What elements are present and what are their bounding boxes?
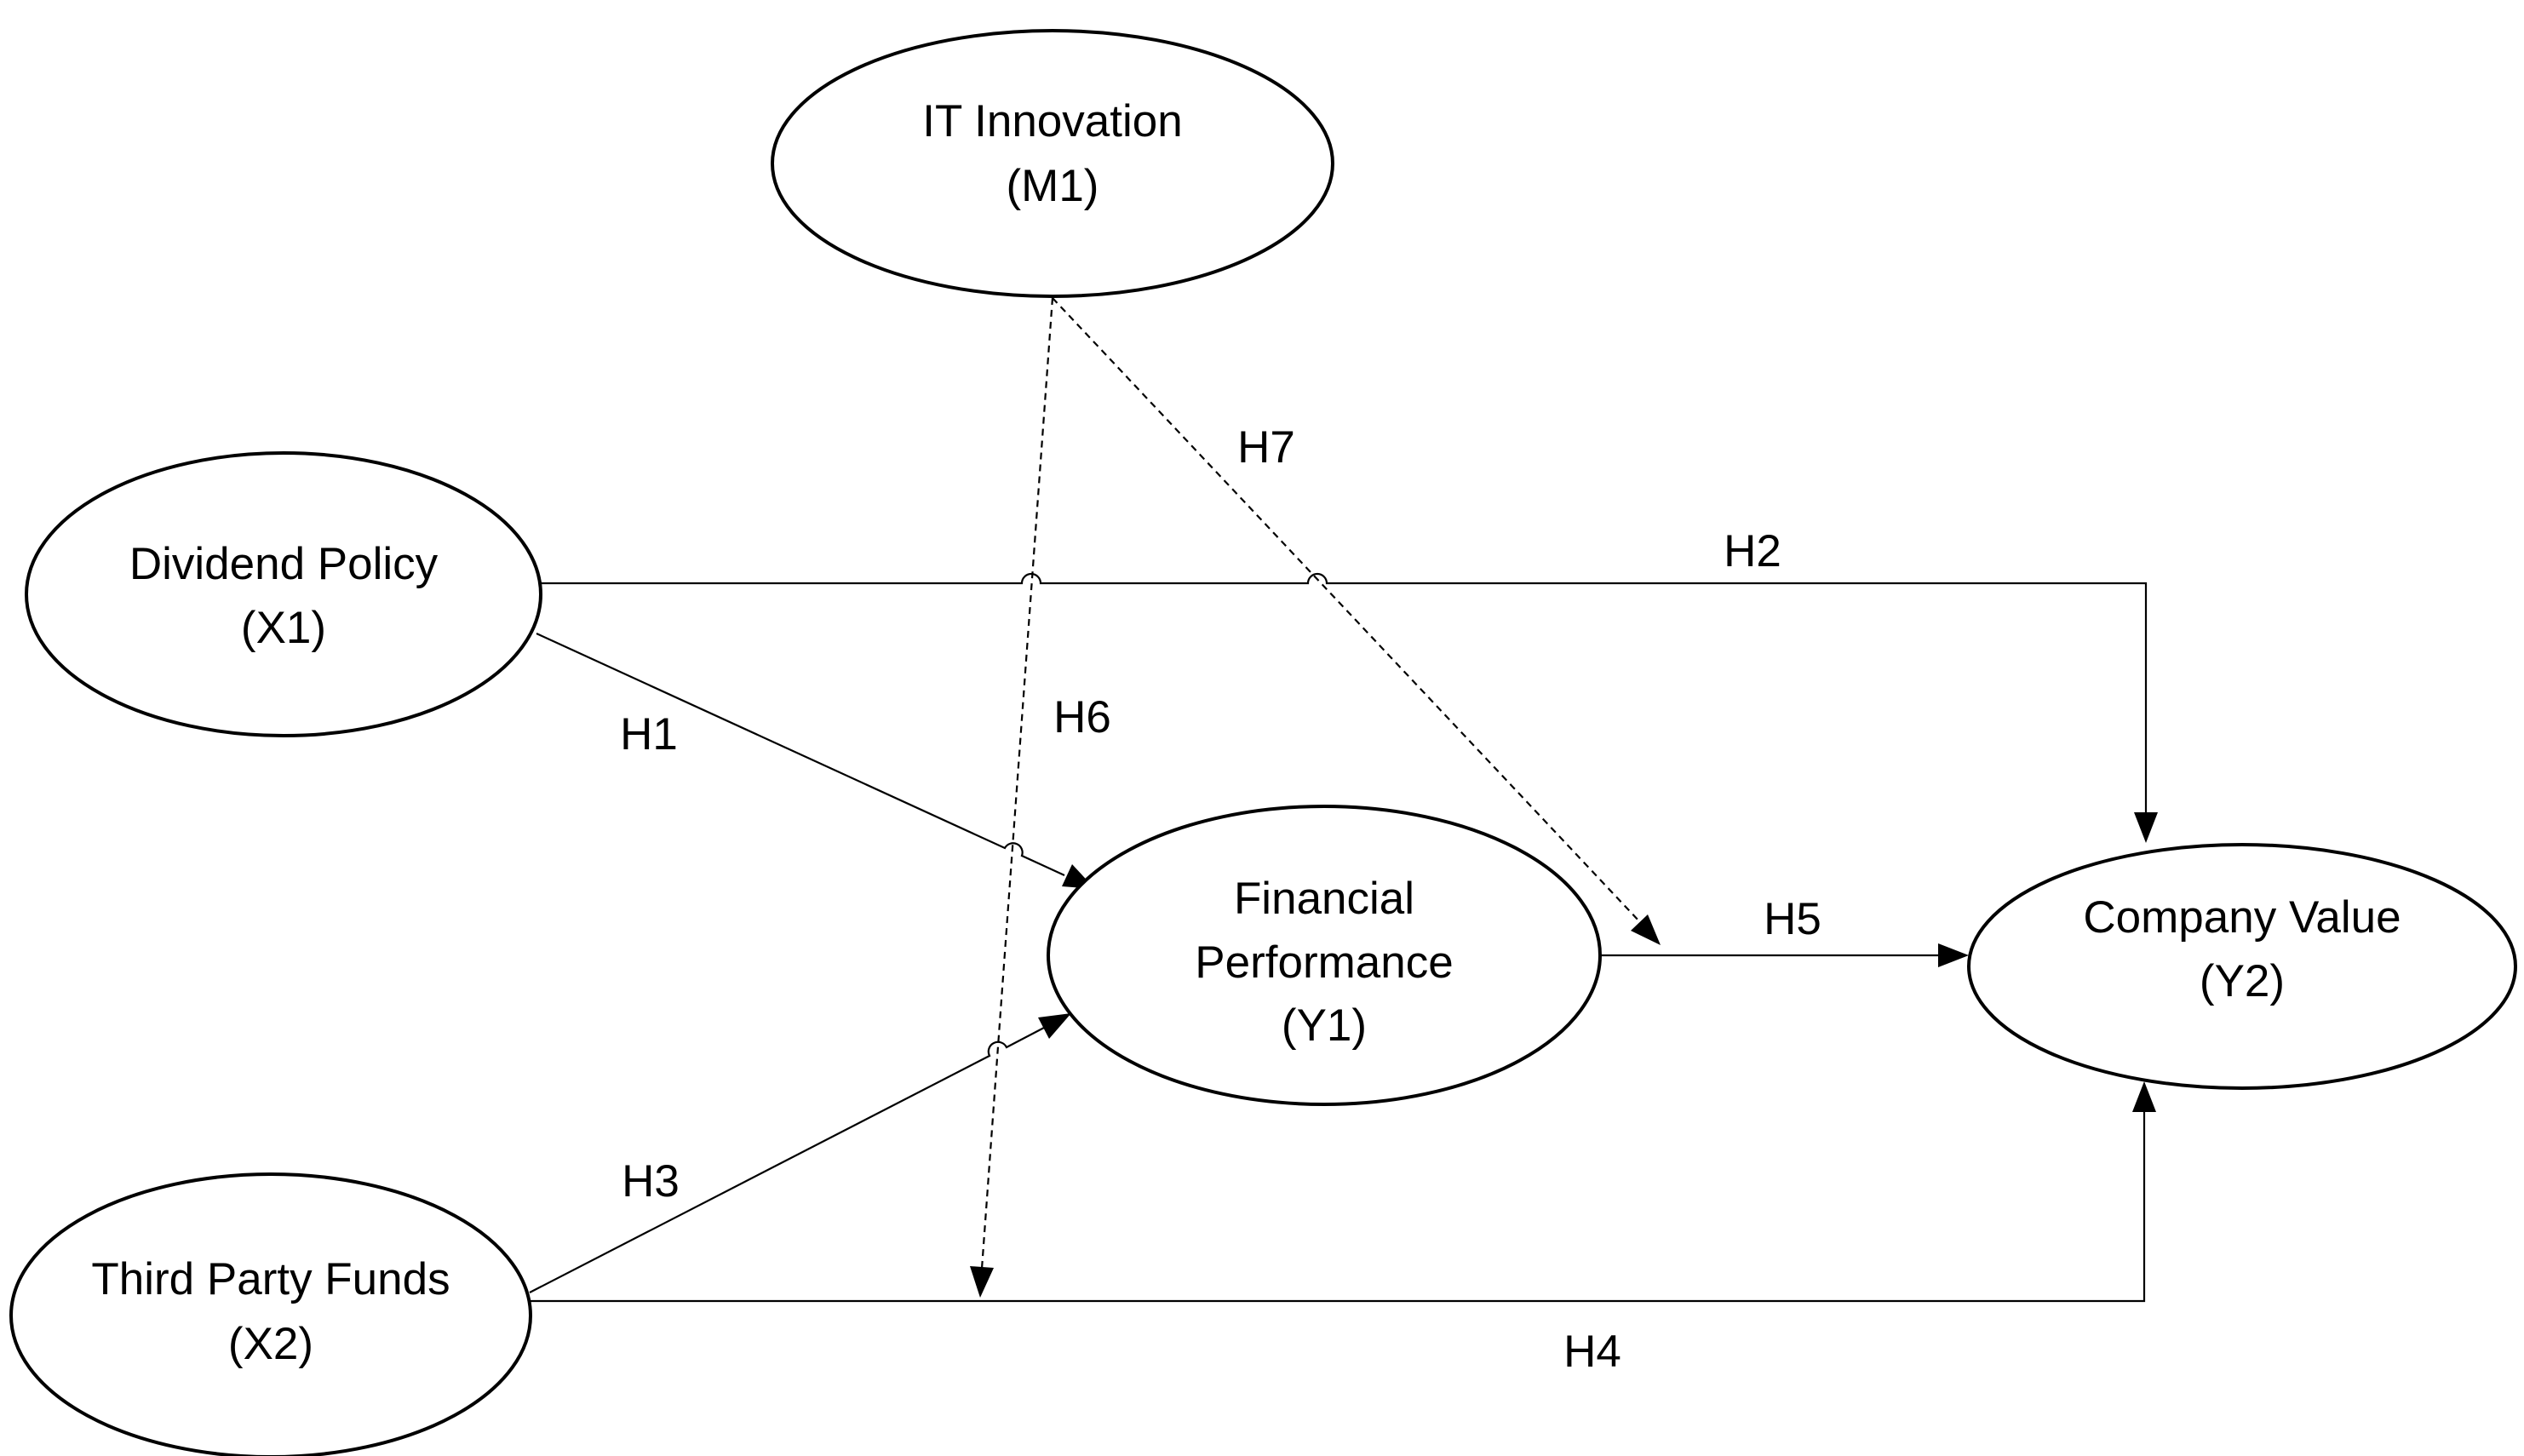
edge-h2-arrowhead [2134, 812, 2158, 843]
edge-h4-arrowhead [2132, 1081, 2156, 1112]
node-it-innovation: IT Innovation (M1) [771, 29, 1334, 298]
node-it-innovation-code: (M1) [1007, 161, 1099, 211]
node-it-innovation-name: IT Innovation [922, 96, 1182, 146]
edge-h6-label: H6 [1053, 692, 1111, 742]
node-financial-performance-code: (Y1) [1282, 1000, 1367, 1051]
edge-h4-line [530, 1112, 2146, 1303]
node-financial-performance-name-line1: Financial [1234, 874, 1414, 924]
node-dividend-policy-code: (X1) [241, 603, 326, 653]
edge-h6-line [980, 297, 1054, 1270]
edge-h3-label: H3 [622, 1156, 680, 1207]
edge-h1-label: H1 [620, 709, 678, 760]
node-third-party-funds-name: Third Party Funds [91, 1254, 450, 1304]
node-dividend-policy-name: Dividend Policy [129, 539, 439, 589]
edge-h3-line [529, 1027, 1045, 1293]
node-company-value: Company Value (Y2) [1967, 843, 2517, 1090]
node-financial-performance-name-line2: Performance [1195, 937, 1453, 988]
edge-h5-arrowhead [1938, 943, 1969, 967]
node-third-party-funds: Third Party Funds (X2) [9, 1172, 532, 1456]
edge-h7-label: H7 [1237, 422, 1295, 473]
edge-h2-line [538, 572, 2148, 813]
edge-h5-label: H5 [1764, 894, 1821, 944]
edge-h7-arrowhead [1631, 914, 1661, 945]
edge-h2-label: H2 [1724, 526, 1781, 576]
node-company-value-name: Company Value [2083, 892, 2401, 943]
edge-h4-label: H4 [1563, 1327, 1621, 1377]
node-dividend-policy: Dividend Policy (X1) [25, 451, 542, 737]
node-financial-performance: Financial Performance (Y1) [1047, 805, 1602, 1106]
edge-h1-line [536, 632, 1065, 876]
node-company-value-code: (Y2) [2200, 956, 2285, 1006]
edge-h3-arrowhead [1038, 1013, 1071, 1039]
edge-h6-arrowhead [970, 1266, 994, 1298]
node-third-party-funds-code: (X2) [228, 1319, 313, 1369]
